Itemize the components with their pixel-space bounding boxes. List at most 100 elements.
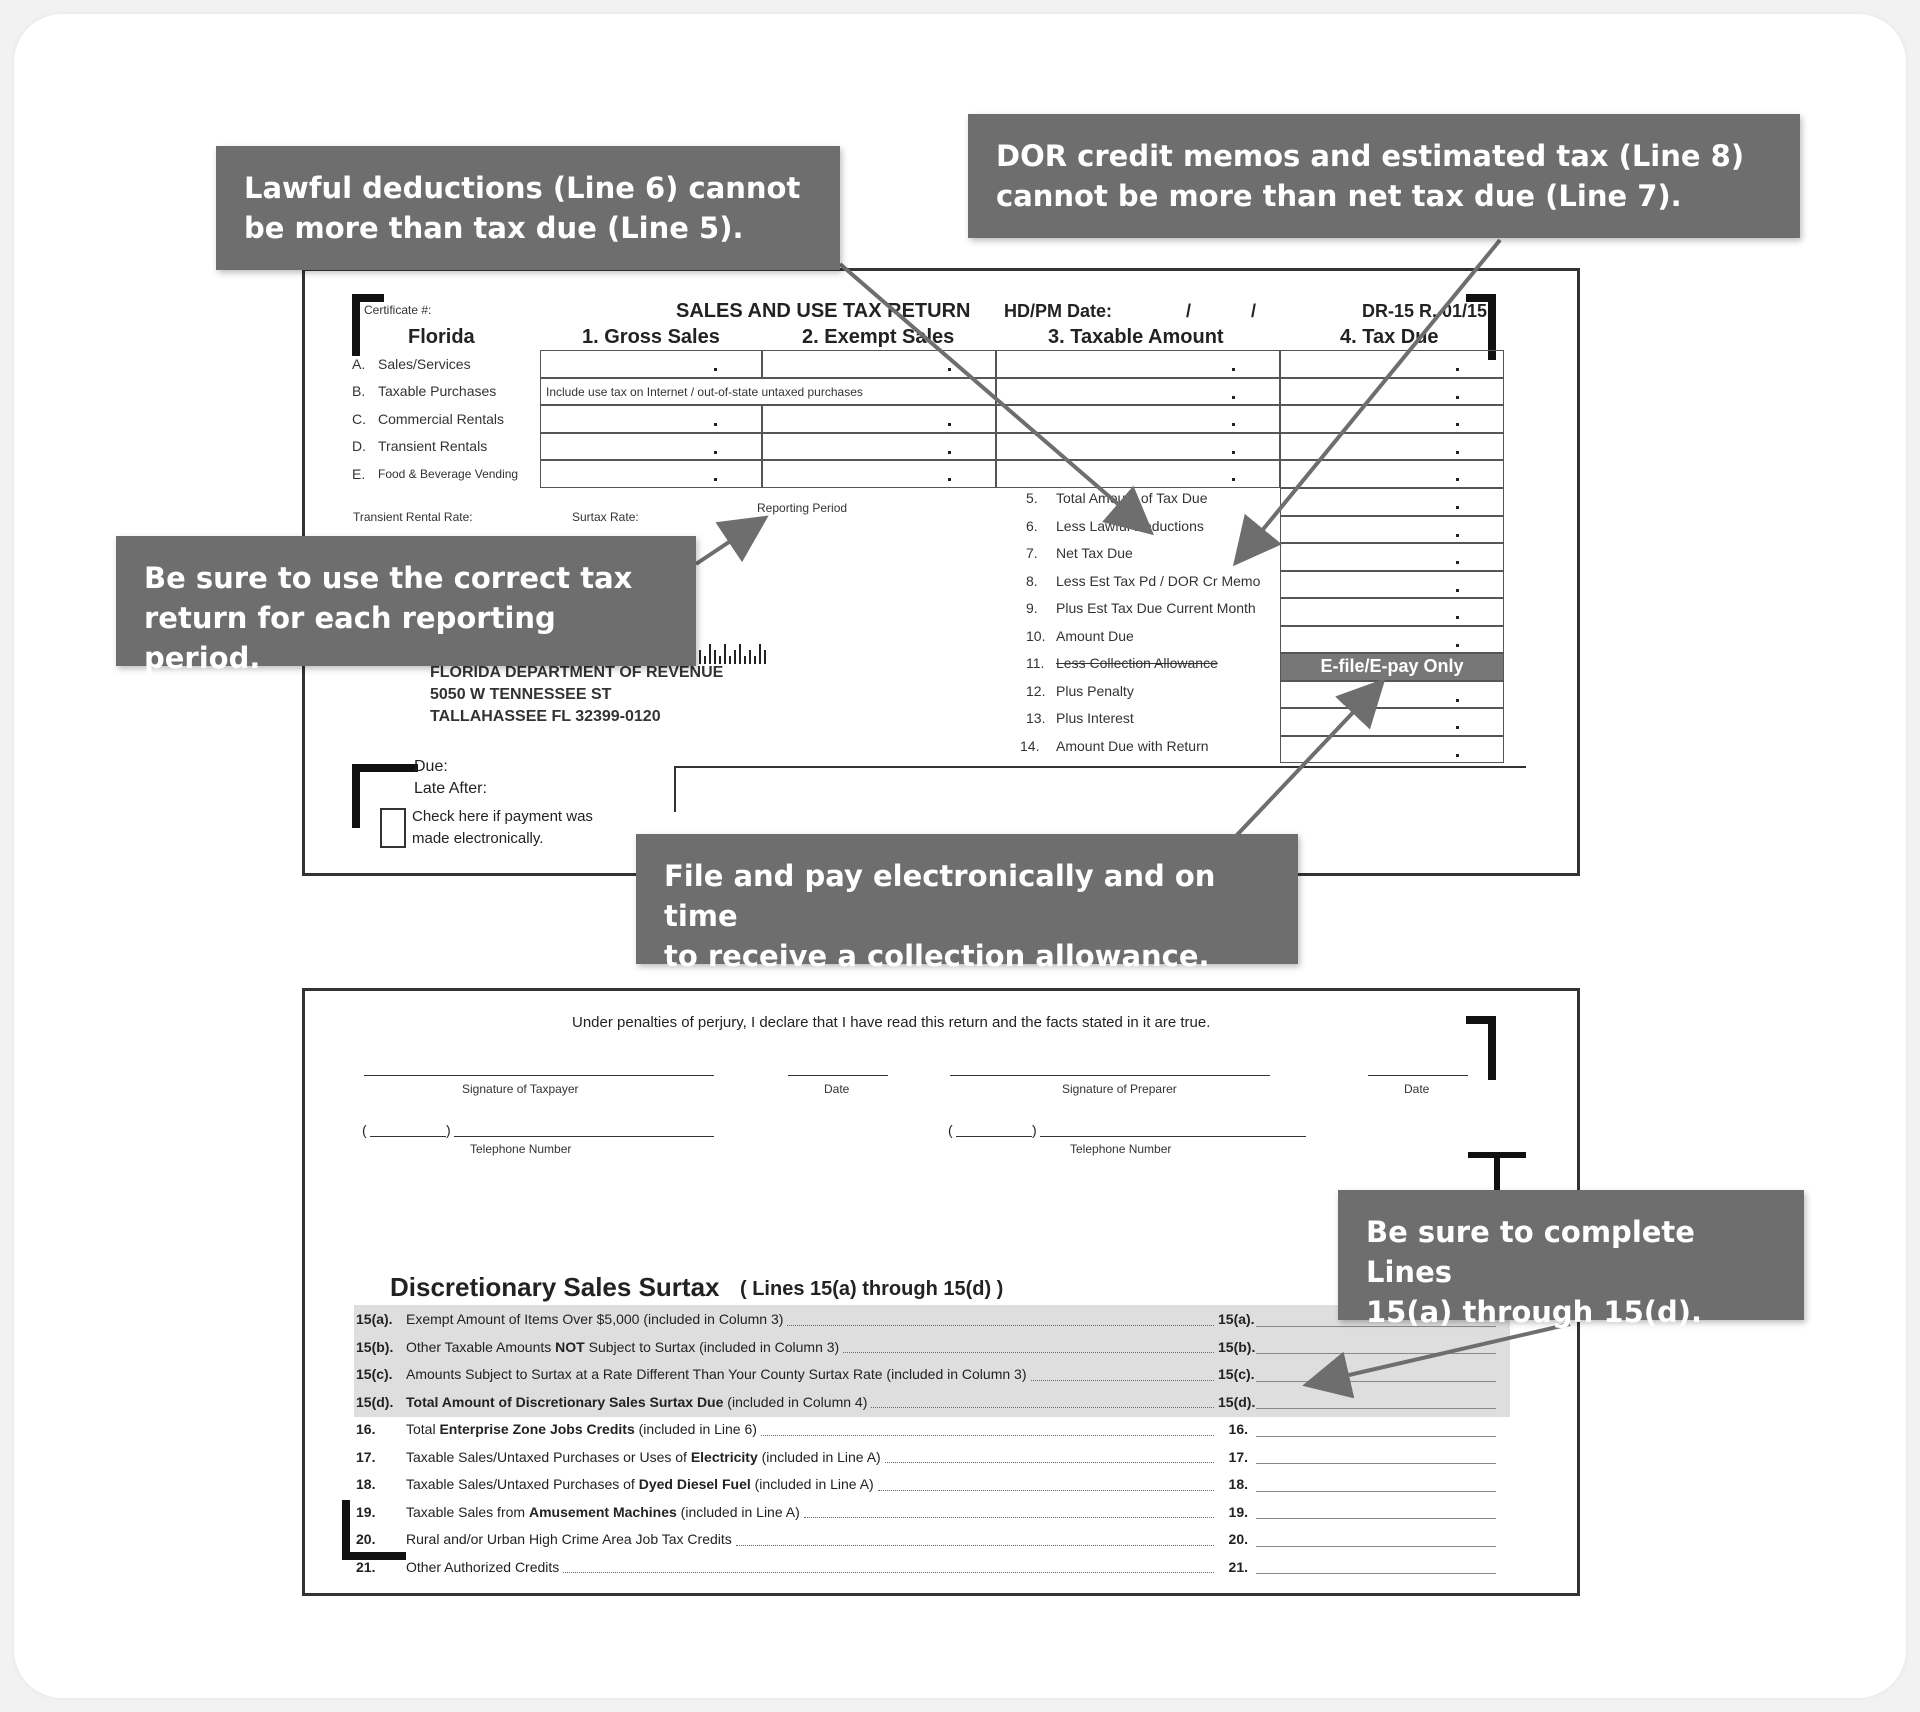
amount-cell[interactable] bbox=[996, 432, 1280, 460]
line-label: Plus Est Tax Due Current Month bbox=[1056, 600, 1256, 616]
dot-leader bbox=[843, 1340, 1214, 1353]
taxpayer-date-line[interactable] bbox=[788, 1075, 888, 1076]
hdpm-date-label: HD/PM Date: bbox=[1004, 301, 1113, 321]
decimal-point bbox=[948, 423, 951, 426]
surtax-amount-field[interactable] bbox=[1256, 1559, 1496, 1574]
surtax-line-number: 18. bbox=[356, 1476, 376, 1492]
amount-cell[interactable] bbox=[996, 377, 1280, 405]
surtax-line-number: 15(c). bbox=[356, 1366, 393, 1382]
surtax-line-number: 20. bbox=[356, 1531, 376, 1547]
taxpayer-area-code-line[interactable] bbox=[370, 1136, 446, 1137]
surtax-amount-field[interactable] bbox=[1256, 1367, 1496, 1382]
late-after-label: Late After: bbox=[414, 780, 487, 797]
surtax-amount-field[interactable] bbox=[1256, 1449, 1496, 1464]
line-amount-cell[interactable] bbox=[1280, 598, 1504, 626]
surtax-amount-field[interactable] bbox=[1256, 1339, 1496, 1354]
line-label: Total Amount of Tax Due bbox=[1056, 490, 1208, 506]
line-label: Amount Due with Return bbox=[1056, 737, 1209, 754]
row-letter-a: A. bbox=[352, 356, 366, 372]
barcode-bar bbox=[719, 656, 721, 664]
surtax-amount-field[interactable] bbox=[1256, 1504, 1496, 1519]
decimal-point bbox=[1232, 478, 1235, 481]
line-amount-cell[interactable] bbox=[1280, 488, 1504, 516]
surtax-amount-field[interactable] bbox=[1256, 1422, 1496, 1437]
amount-cell[interactable] bbox=[1280, 432, 1504, 460]
line-number: 11. bbox=[1026, 655, 1045, 671]
address-line-1: FLORIDA DEPARTMENT OF REVENUE bbox=[430, 664, 724, 681]
decimal-point bbox=[1456, 395, 1459, 399]
amount-cell[interactable] bbox=[540, 350, 762, 378]
surtax-line-number: 16. bbox=[356, 1421, 376, 1437]
decimal-point bbox=[948, 450, 951, 454]
row-label-food-beverage: Food & Beverage Vending bbox=[378, 467, 519, 481]
surtax-line-ref: 15(d). bbox=[1218, 1393, 1256, 1410]
surtax-line-number: 21. bbox=[356, 1558, 376, 1575]
amount-cell[interactable] bbox=[762, 350, 996, 378]
decimal-point bbox=[1456, 588, 1459, 592]
surtax-line-ref: 18. bbox=[1228, 1476, 1248, 1492]
col-header-exempt-sales: 2. Exempt Sales bbox=[802, 326, 955, 348]
amount-cell[interactable] bbox=[1280, 350, 1504, 378]
line-amount-cell[interactable] bbox=[1280, 735, 1504, 763]
line-amount-cell[interactable] bbox=[1280, 570, 1504, 598]
amount-cell[interactable] bbox=[996, 350, 1280, 378]
surtax-line-row: 17.Taxable Sales/Untaxed Purchases or Us… bbox=[356, 1444, 1496, 1470]
row-label-taxable-purchases: Taxable Purchases bbox=[378, 383, 497, 399]
barcode-bar bbox=[759, 644, 761, 664]
line-number: 5. bbox=[1026, 490, 1038, 506]
amount-cell[interactable] bbox=[540, 432, 762, 460]
surtax-line-text: Taxable Sales/Untaxed Purchases or Uses … bbox=[406, 1448, 881, 1465]
preparer-signature-line[interactable] bbox=[950, 1075, 1270, 1076]
line-amount-cell[interactable] bbox=[1280, 625, 1504, 653]
preparer-date-line[interactable] bbox=[1368, 1075, 1468, 1076]
certificate-label: Certificate #: bbox=[364, 303, 432, 317]
decimal-point bbox=[714, 450, 717, 454]
surtax-amount-field[interactable] bbox=[1256, 1394, 1496, 1409]
preparer-phone-label: Telephone Number bbox=[1070, 1142, 1172, 1156]
amount-cell[interactable] bbox=[996, 405, 1280, 433]
line-amount-cell[interactable] bbox=[1280, 543, 1504, 571]
surtax-line-row: 16.Total Enterprise Zone Jobs Credits (i… bbox=[356, 1416, 1496, 1442]
decimal-point bbox=[1456, 368, 1459, 371]
electronic-payment-checkbox[interactable] bbox=[380, 808, 406, 848]
preparer-signature-label: Signature of Preparer bbox=[1062, 1082, 1177, 1096]
surtax-line-text: Other Taxable Amounts NOT Subject to Sur… bbox=[406, 1338, 840, 1355]
surtax-amount-field[interactable] bbox=[1256, 1532, 1496, 1547]
row-letter-e: E. bbox=[352, 466, 366, 482]
corner-mark bbox=[352, 764, 418, 828]
dot-leader bbox=[877, 1478, 1214, 1491]
surtax-line-text: Other Authorized Credits bbox=[406, 1558, 560, 1575]
dot-leader bbox=[760, 1423, 1214, 1436]
surtax-rate-label: Surtax Rate: bbox=[572, 510, 639, 524]
line-amount-cell[interactable] bbox=[1280, 515, 1504, 543]
amount-cell[interactable] bbox=[1280, 460, 1504, 488]
decimal-point bbox=[1456, 726, 1459, 729]
surtax-line-row: 15(c).Amounts Subject to Surtax at a Rat… bbox=[356, 1361, 1496, 1387]
state-name: Florida bbox=[408, 326, 475, 348]
line-amount-cell[interactable] bbox=[1280, 680, 1504, 708]
amount-cell[interactable] bbox=[762, 432, 996, 460]
efile-epay-only-cell[interactable]: E-file/E-pay Only bbox=[1280, 653, 1504, 681]
taxpayer-signature-line[interactable] bbox=[364, 1075, 714, 1076]
amount-cell[interactable] bbox=[1280, 377, 1504, 405]
amount-cell[interactable] bbox=[762, 460, 996, 488]
amount-cell[interactable] bbox=[1280, 405, 1504, 433]
line-amount-cell[interactable] bbox=[1280, 708, 1504, 736]
decimal-point bbox=[714, 368, 717, 371]
area-code-paren: ) bbox=[446, 1122, 451, 1138]
dot-leader bbox=[563, 1560, 1214, 1573]
decimal-point bbox=[1456, 643, 1459, 647]
amount-cell[interactable] bbox=[540, 405, 762, 433]
surtax-line-ref: 15(c). bbox=[1218, 1366, 1255, 1382]
preparer-phone-line[interactable] bbox=[1040, 1136, 1306, 1137]
surtax-amount-field[interactable] bbox=[1256, 1477, 1496, 1492]
perjury-statement: Under penalties of perjury, I declare th… bbox=[572, 1014, 1211, 1031]
taxpayer-phone-line[interactable] bbox=[454, 1136, 714, 1137]
amount-cell[interactable] bbox=[762, 405, 996, 433]
amount-cell[interactable] bbox=[540, 460, 762, 488]
decimal-point bbox=[1456, 423, 1459, 426]
amount-cell[interactable] bbox=[996, 460, 1280, 488]
preparer-area-code-line[interactable] bbox=[956, 1136, 1032, 1137]
row-letter-c: C. bbox=[352, 411, 366, 427]
